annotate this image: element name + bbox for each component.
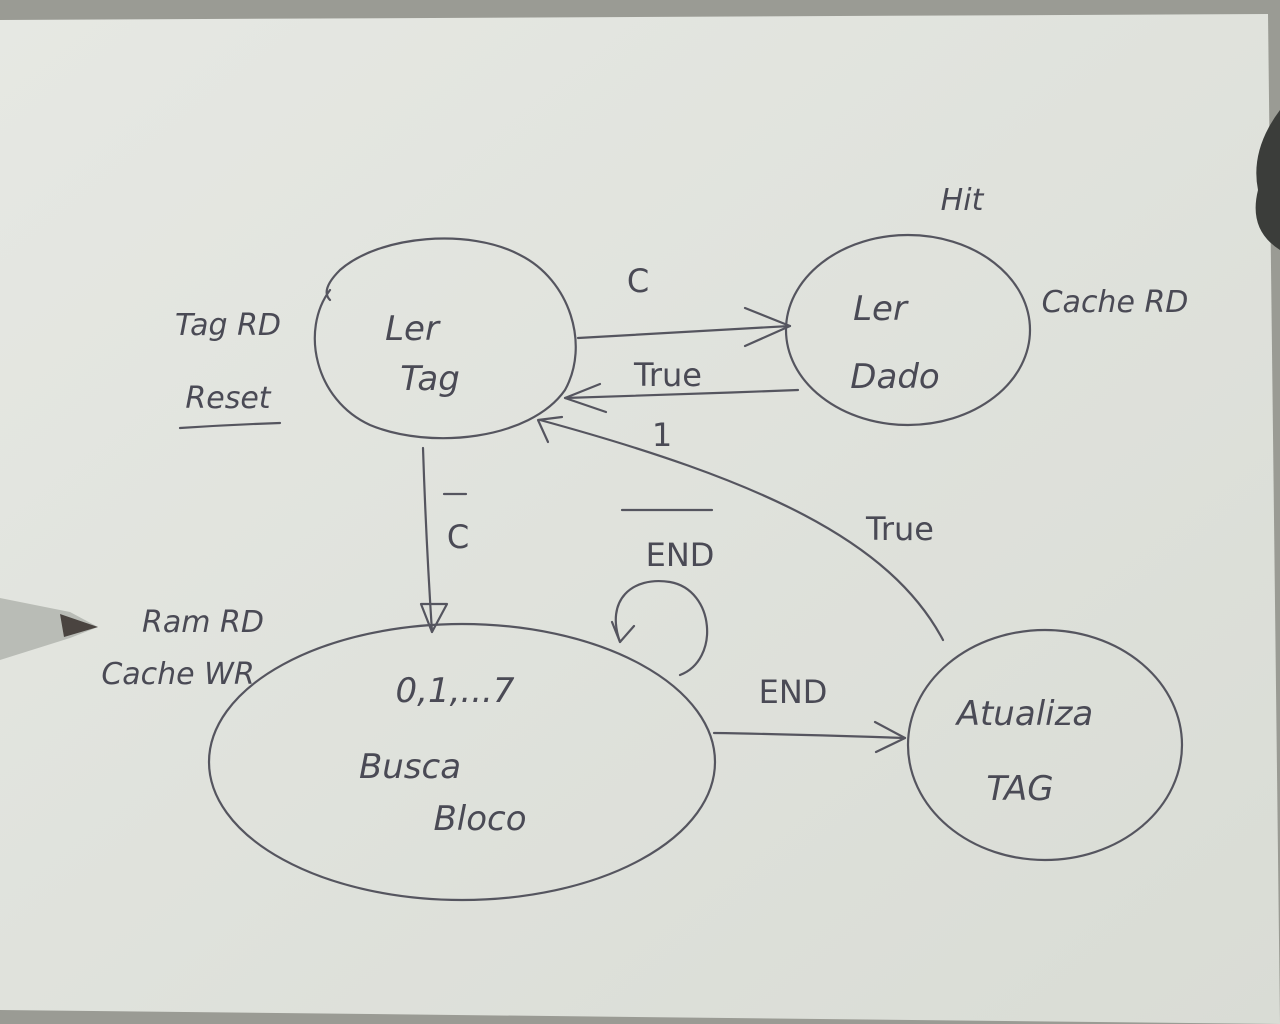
transition-dado-to-tag: True 1 xyxy=(563,356,800,454)
label-dado-to-tag-1: 1 xyxy=(652,416,672,454)
state-busca-bloco-counter: 0,1,...7 xyxy=(396,671,515,711)
transition-busca-self: END xyxy=(610,508,715,677)
label-tag-to-dado: C xyxy=(627,262,649,300)
note-ram-rd: Ram RD xyxy=(142,605,264,640)
label-atualiza-to-tag: True xyxy=(865,510,934,548)
state-ler-tag-line1: Ler xyxy=(385,309,441,349)
state-ler-dado: Ler Dado xyxy=(784,233,1032,427)
state-busca-bloco-line2: Bloco xyxy=(433,799,526,839)
paper-sheet xyxy=(0,14,1280,1024)
state-atualiza-tag: Atualiza TAG xyxy=(906,628,1184,862)
label-dado-to-tag-true: True xyxy=(633,356,702,394)
label-tag-to-busca: C xyxy=(447,518,469,556)
state-atualiza-tag-line1: Atualiza xyxy=(955,694,1094,734)
note-reset: Reset xyxy=(185,381,271,416)
transition-tag-to-busca: C xyxy=(419,446,469,634)
note-hit: Hit xyxy=(941,183,985,218)
transition-busca-to-atualiza: END xyxy=(712,673,907,754)
state-ler-dado-line2: Dado xyxy=(850,357,939,397)
transition-atualiza-to-tag: True xyxy=(536,415,945,642)
note-cache-rd: Cache RD xyxy=(1042,285,1189,320)
label-busca-to-atualiza: END xyxy=(759,673,828,711)
label-busca-self: END xyxy=(646,536,715,574)
state-busca-bloco: 0,1,...7 Busca Bloco xyxy=(207,622,717,902)
state-ler-tag-line2: Tag xyxy=(400,359,460,399)
state-ler-dado-line1: Ler xyxy=(853,289,909,329)
note-cache-wr: Cache WR xyxy=(101,657,254,692)
edge-object xyxy=(1255,110,1280,250)
transition-tag-to-dado: C xyxy=(576,262,792,348)
note-tag-rd: Tag RD xyxy=(175,308,281,343)
state-atualiza-tag-line2: TAG xyxy=(986,769,1053,809)
reset-underline xyxy=(178,421,282,430)
state-ler-tag: Ler Tag xyxy=(313,237,577,440)
pen-tip xyxy=(0,598,98,660)
state-busca-bloco-line1: Busca xyxy=(359,747,461,787)
